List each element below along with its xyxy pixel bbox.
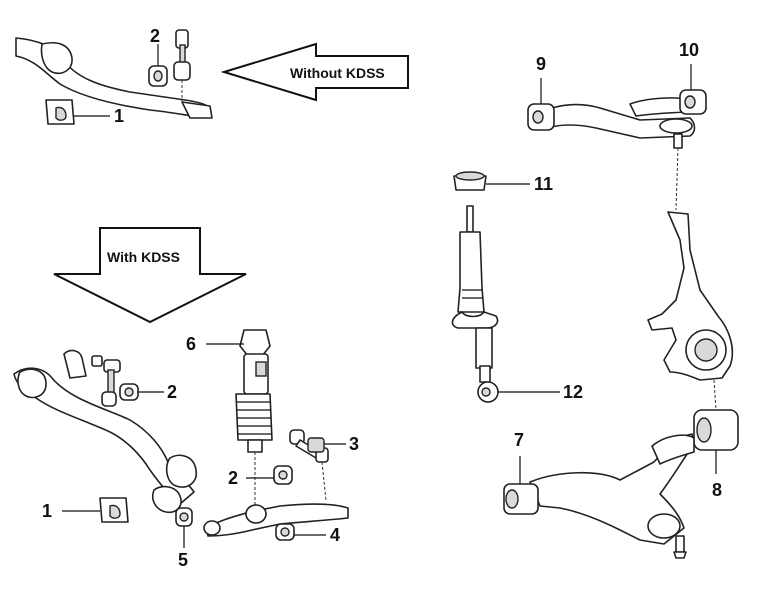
bushing-4	[275, 523, 295, 541]
label-6: 6	[186, 334, 196, 354]
label-5: 5	[178, 550, 188, 570]
bushing-2-top	[148, 65, 168, 87]
upper-control-arm	[539, 97, 696, 211]
label-2-top: 2	[150, 26, 160, 46]
label-8: 8	[712, 480, 722, 500]
label-9: 9	[536, 54, 546, 74]
label-1-top: 1	[114, 106, 124, 126]
bushing-1-top	[45, 99, 75, 125]
with-kdss-callout: With KDSS	[53, 227, 247, 324]
label-2-shock: 2	[228, 468, 238, 488]
bushing-1-kdss	[99, 497, 129, 523]
without-kdss-callout: Without KDSS	[220, 42, 409, 102]
label-12: 12	[563, 382, 583, 402]
label-11: 11	[534, 174, 553, 194]
bushing-5	[175, 507, 193, 527]
lower-control-arm	[529, 433, 695, 559]
bushing-7	[503, 483, 539, 515]
link-rod-top	[173, 29, 191, 104]
stabilizer-bar-top	[15, 37, 213, 119]
bushing-9	[527, 103, 555, 131]
steering-knuckle	[647, 211, 734, 411]
with-kdss-label: With KDSS	[107, 249, 180, 265]
shock-absorber	[451, 205, 499, 403]
label-7: 7	[514, 430, 524, 450]
stabilizer-bar-kdss	[13, 349, 198, 514]
label-2-kdss: 2	[167, 382, 177, 402]
bushing-10	[679, 89, 707, 115]
bushing-8	[693, 409, 739, 451]
label-1-kdss: 1	[42, 501, 52, 521]
bushing-2-kdss	[119, 383, 139, 401]
label-10: 10	[679, 40, 699, 60]
without-kdss-label: Without KDSS	[290, 65, 385, 81]
bushing-11	[453, 171, 487, 191]
kdss-arm	[203, 503, 349, 537]
kdss-cylinder	[235, 329, 273, 508]
bushing-3	[307, 437, 325, 453]
label-3: 3	[349, 434, 359, 454]
label-4: 4	[330, 525, 340, 545]
bushing-2-shock	[273, 465, 293, 485]
link-rod-kdss	[91, 355, 121, 407]
